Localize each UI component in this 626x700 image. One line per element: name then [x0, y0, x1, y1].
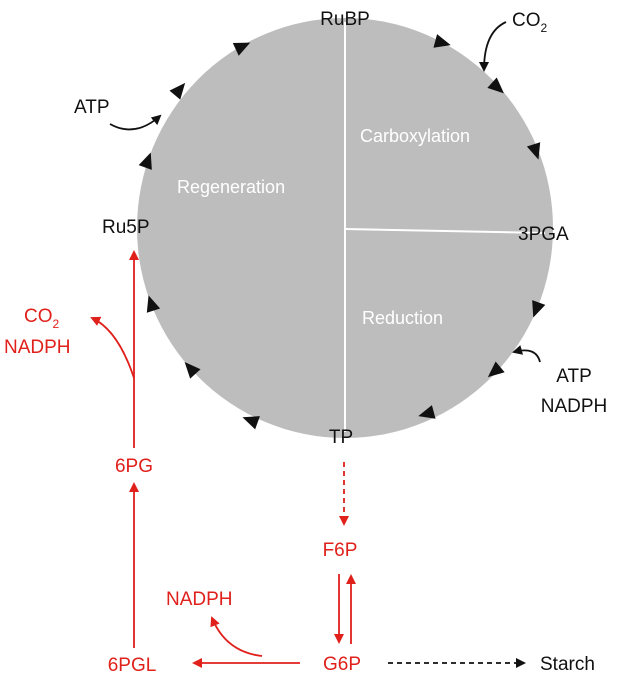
cycle-marker [184, 362, 201, 379]
cycle-marker [433, 34, 451, 48]
cycle-marker [146, 295, 161, 313]
nadph-from-g6p-arrow [210, 616, 263, 657]
input-atp-regeneration: ATP [74, 97, 110, 118]
atp-nadph-reduction-arrow [512, 345, 541, 363]
phase-label-carboxylation: Carboxylation [360, 126, 470, 146]
metabolite-ru5p: Ru5P [102, 217, 150, 238]
co2-main: CO [512, 10, 541, 31]
co2-main: CO [24, 306, 53, 327]
cycle-marker [526, 142, 541, 160]
metabolite-3pga: 3PGA [518, 224, 569, 245]
phase-divider-horizontal [344, 228, 546, 234]
input-nadph-reduction: NADPH [541, 396, 608, 417]
cycle-direction-markers [138, 34, 546, 430]
cycle-marker [232, 42, 251, 56]
metabolite-tp: TP [329, 427, 353, 448]
product-co2-6pg: CO2 [24, 306, 60, 331]
product-nadph-g6p: NADPH [166, 589, 233, 610]
phase-label-regeneration: Regeneration [177, 177, 285, 197]
co2-input-arrow [479, 21, 507, 72]
cycle-marker [418, 405, 436, 419]
phase-label-reduction: Reduction [362, 308, 443, 328]
product-starch: Starch [540, 654, 595, 675]
metabolite-rubp: RuBP [320, 9, 370, 30]
product-nadph-6pg: NADPH [4, 337, 71, 358]
co2-subscript: 2 [53, 317, 60, 331]
metabolite-g6p: G6P [323, 654, 361, 675]
cycle-marker [487, 361, 505, 378]
input-atp-reduction: ATP [556, 366, 592, 387]
co2-subscript: 2 [541, 21, 548, 35]
metabolite-6pgl: 6PGL [108, 655, 157, 676]
co2-nadph-from-6pg-arrow [90, 316, 135, 379]
metabolite-f6p: F6P [323, 540, 358, 561]
cycle-marker [169, 82, 186, 100]
cycle-marker [138, 152, 152, 170]
cycle-marker [487, 77, 504, 94]
metabolite-6pg: 6PG [115, 456, 153, 477]
cycle-marker [532, 300, 546, 318]
atp-regeneration-arrow [109, 114, 162, 131]
input-co2-carboxylation: CO2 [512, 10, 548, 35]
cycle-marker [242, 416, 260, 430]
